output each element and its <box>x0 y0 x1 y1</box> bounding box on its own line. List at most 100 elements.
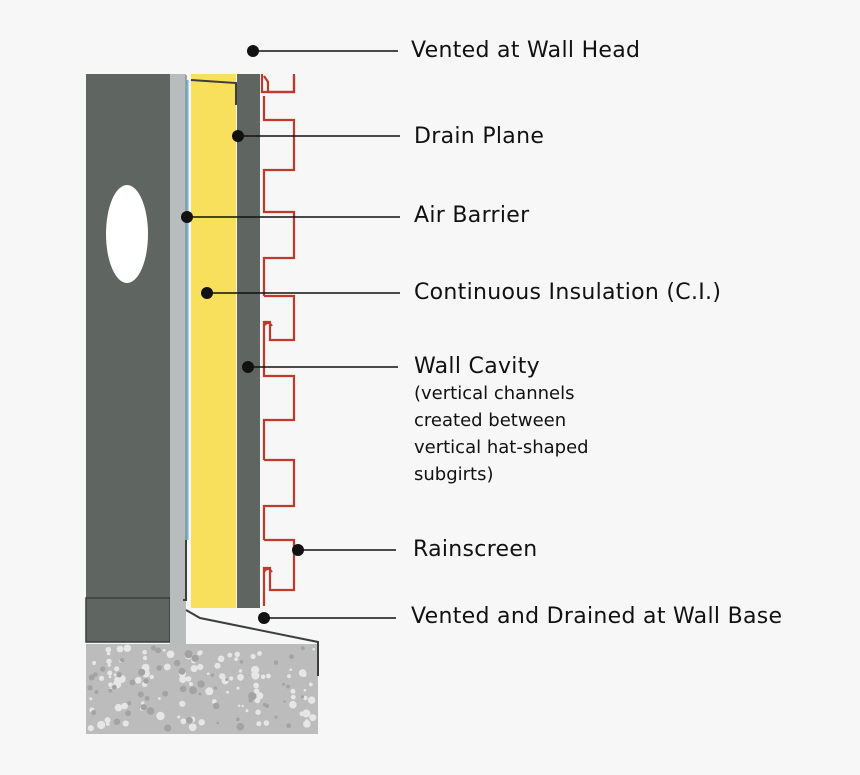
concrete-speckle <box>298 669 307 677</box>
concrete-speckle <box>273 660 279 665</box>
concrete-speckle <box>100 666 106 672</box>
concrete-speckle <box>237 673 244 681</box>
concrete-speckle <box>213 686 218 690</box>
label-vented-head: Vented at Wall Head <box>411 38 641 63</box>
dot-vented-head <box>247 45 259 57</box>
concrete-speckle <box>188 723 197 732</box>
concrete-speckle <box>112 684 117 690</box>
rainscreen-profile <box>260 74 296 94</box>
concrete-speckle <box>253 682 259 689</box>
concrete-speckle <box>87 725 94 732</box>
concrete-speckle <box>253 688 260 694</box>
concrete-speckle <box>114 703 123 712</box>
concrete-speckle <box>97 720 106 730</box>
concrete-speckle <box>180 718 187 725</box>
concrete-speckle <box>164 724 172 732</box>
label-wall-cavity: Wall Cavity <box>414 354 540 379</box>
concrete-speckle <box>177 715 181 719</box>
concrete-speckle <box>189 686 198 695</box>
concrete-speckle <box>113 673 117 677</box>
concrete-speckle <box>108 675 112 679</box>
dot-vented-base <box>258 612 270 624</box>
callout-dots <box>181 45 304 624</box>
concrete-speckle <box>300 695 305 699</box>
concrete-speckle <box>302 709 311 718</box>
concrete-speckle <box>205 687 214 696</box>
concrete-speckle <box>263 720 270 726</box>
concrete-speckle <box>237 704 241 707</box>
concrete-speckle <box>129 679 136 686</box>
concrete-speckle <box>287 674 291 679</box>
concrete-speckle <box>283 700 286 703</box>
concrete-speckle <box>206 672 210 676</box>
concrete-speckle <box>256 692 264 700</box>
concrete-speckle <box>290 694 296 700</box>
rainscreen-profile-path <box>262 75 296 606</box>
dot-drain-plane <box>232 130 244 142</box>
concrete-speckle <box>120 657 125 663</box>
concrete-speckle <box>179 675 187 684</box>
wall-cavity-note-line: subgirts) <box>414 464 494 485</box>
concrete-speckle <box>303 688 307 692</box>
concrete-speckle <box>116 645 124 653</box>
concrete-speckle <box>142 655 148 661</box>
concrete-speckle <box>310 700 314 704</box>
wall-cavity-note-line: vertical hat-shaped <box>414 437 589 458</box>
wall-opening <box>106 185 148 283</box>
concrete-speckle <box>93 672 98 677</box>
concrete-speckle <box>107 663 111 667</box>
concrete-speckle <box>121 702 128 710</box>
concrete-speckle <box>162 690 169 697</box>
concrete-speckle <box>197 651 202 656</box>
concrete-speckle <box>106 658 112 665</box>
concrete-speckle <box>257 651 262 656</box>
concrete-speckle <box>198 692 202 696</box>
concrete-speckle <box>92 660 97 666</box>
base-flashing <box>183 540 319 676</box>
concrete-speckle <box>282 682 285 686</box>
head-flashing <box>185 75 237 540</box>
concrete-speckle <box>213 702 220 710</box>
concrete-speckle <box>189 682 193 686</box>
concrete-speckle <box>127 701 132 706</box>
structural-wall <box>85 74 171 643</box>
concrete-foundation <box>86 644 318 734</box>
label-drain-plane: Drain Plane <box>414 124 545 149</box>
concrete-speckle <box>214 662 221 669</box>
concrete-speckle <box>197 680 205 688</box>
concrete-speckle <box>138 670 144 676</box>
concrete-speckle <box>308 682 313 687</box>
concrete-speckle <box>250 653 256 660</box>
subgirt-strip <box>237 74 260 608</box>
concrete-speckle <box>166 650 175 659</box>
concrete-speckle <box>227 652 233 658</box>
concrete-speckle <box>108 688 113 693</box>
concrete-speckle <box>300 646 305 651</box>
concrete-speckle <box>141 701 145 705</box>
concrete-speckle <box>260 674 266 680</box>
concrete-speckle <box>105 722 110 726</box>
concrete-speckle <box>163 663 171 671</box>
concrete-speckle <box>262 703 267 707</box>
concrete-speckle <box>226 690 230 694</box>
concrete-speckle <box>107 670 113 676</box>
concrete-speckle <box>146 707 155 715</box>
concrete-speckle <box>106 651 111 656</box>
concrete-speckle <box>179 700 186 707</box>
concrete-speckle <box>186 717 193 724</box>
rainscreen-clips <box>263 322 273 573</box>
concrete-speckle <box>105 646 112 653</box>
concrete-speckle <box>142 649 147 655</box>
continuous-insulation <box>191 74 236 608</box>
concrete-speckle <box>305 719 309 724</box>
concrete-speckle <box>251 665 260 675</box>
concrete-speckle <box>251 671 260 680</box>
concrete-speckle <box>116 672 122 678</box>
concrete-speckle <box>290 688 296 694</box>
concrete-speckle <box>122 720 129 727</box>
concrete-speckle <box>91 710 97 715</box>
concrete-speckle <box>236 717 240 722</box>
concrete-speckle <box>236 686 240 690</box>
concrete-speckle <box>236 723 244 731</box>
